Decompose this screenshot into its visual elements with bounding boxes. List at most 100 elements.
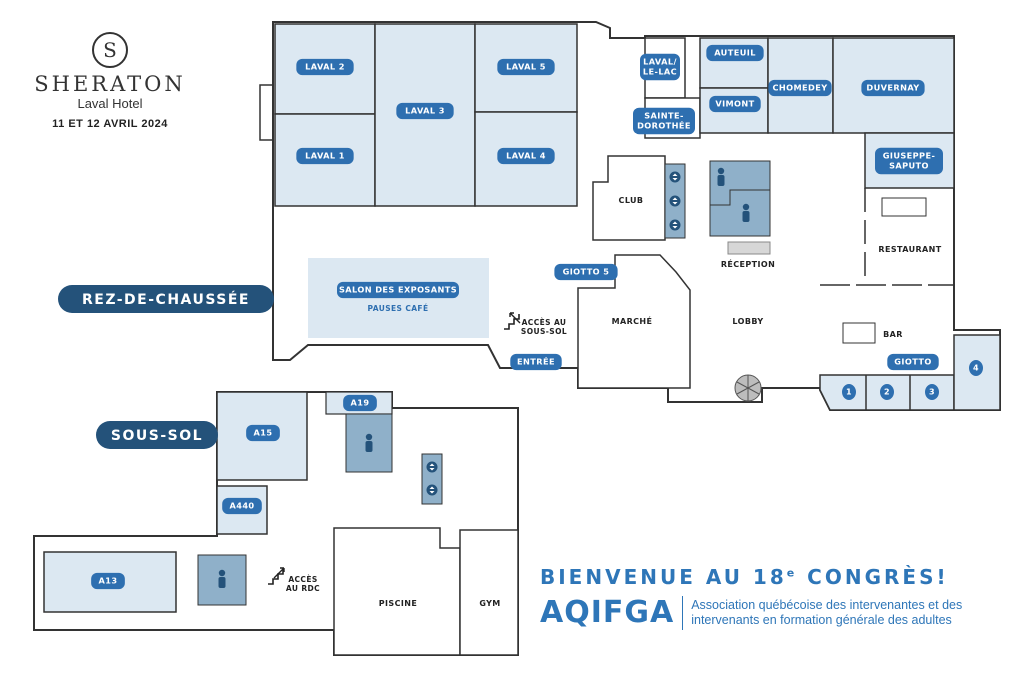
label-piscine: PISCINE: [379, 599, 417, 608]
club-area[interactable]: [592, 155, 666, 241]
floor-banner-ground-text: REZ-DE-CHAUSSÉE: [82, 291, 250, 308]
stairs-icon: [268, 567, 285, 585]
welcome-title: BIENVENUE AU 18e CONGRÈS!: [540, 565, 949, 589]
label-club: CLUB: [619, 196, 644, 205]
label-duvernay-text: DUVERNAY: [866, 83, 920, 93]
label-sainte-dorothee-text: DOROTHÉE: [637, 120, 691, 131]
label-reception: RÉCEPTION: [721, 258, 775, 269]
hotel-subtitle: Laval Hotel: [77, 96, 143, 111]
restroom-icon: [365, 433, 373, 452]
label-giuseppe-saputo-text: GIUSEPPE-: [883, 151, 936, 161]
label-giotto-3-text: 3: [929, 388, 935, 397]
label-laval-le-lac-text: LAVAL/: [643, 57, 677, 67]
basement-floor: [33, 391, 519, 656]
label-pauses-cafe: PAUSES CAFÉ: [368, 304, 429, 313]
restroom-icon: [742, 203, 750, 222]
floor-banner-ground: REZ-DE-CHAUSSÉE: [58, 285, 274, 313]
label-entree[interactable]: ENTRÉE: [510, 353, 562, 371]
label-a13[interactable]: A13: [91, 572, 125, 590]
floor-banner-basement: SOUS-SOL: [96, 421, 218, 449]
label-marche: MARCHÉ: [612, 315, 653, 326]
bar-counter: [842, 322, 876, 344]
label-access-ground: AU RDC: [286, 584, 320, 593]
label-laval-le-lac-text: LE-LAC: [643, 67, 677, 77]
label-laval-1[interactable]: LAVAL 1: [296, 147, 354, 165]
restroom-icon: [218, 569, 226, 588]
elevator-icon: [426, 461, 438, 473]
label-a440[interactable]: A440: [222, 497, 262, 515]
label-laval-2-text: LAVAL 2: [305, 62, 345, 72]
restaurant-counter: [881, 197, 927, 217]
label-laval-5[interactable]: LAVAL 5: [497, 58, 555, 76]
label-salon-des-exposants[interactable]: SALON DES EXPOSANTS: [337, 281, 459, 299]
revolving-door-icon: [734, 374, 762, 402]
label-giotto-text: GIOTTO: [894, 357, 931, 367]
labels-layer: REZ-DE-CHAUSSÉE SOUS-SOL LAVAL 2 LAVAL 3 LAV…: [58, 44, 983, 608]
label-access-basement: SOUS-SOL: [521, 327, 567, 336]
label-giotto-1-text: 1: [846, 388, 852, 397]
label-auteuil[interactable]: AUTEUIL: [706, 44, 764, 62]
label-giotto-2[interactable]: 2: [880, 384, 894, 400]
label-chomedey-text: CHOMEDEY: [772, 83, 828, 93]
label-sainte-dorothee[interactable]: SAINTE-DOROTHÉE: [633, 107, 695, 135]
welcome-banner: BIENVENUE AU 18e CONGRÈS! AQIFGA Associa…: [540, 565, 1010, 630]
label-sainte-dorothee-text: SAINTE-: [644, 111, 684, 121]
floor-banner-basement-text: SOUS-SOL: [111, 428, 203, 444]
stairs-icon: [504, 312, 521, 330]
association-description: Association québécoise des intervenantes…: [691, 597, 963, 627]
label-giotto-4[interactable]: 4: [969, 360, 983, 376]
label-restaurant: RESTAURANT: [878, 245, 941, 254]
label-a15-text: A15: [254, 428, 273, 438]
aqifga-logo: AQIFGA: [540, 595, 675, 630]
room-duvernay[interactable]: [832, 37, 955, 134]
elevator-icon: [669, 219, 681, 231]
restroom-women[interactable]: [709, 189, 771, 237]
label-a440-text: A440: [229, 501, 254, 511]
elevator-icon: [669, 195, 681, 207]
sheraton-logo-icon: S: [92, 32, 128, 68]
label-access-ground: ACCÈS: [288, 575, 317, 584]
label-a19-text: A19: [351, 398, 370, 408]
label-laval-2[interactable]: LAVAL 2: [296, 58, 354, 76]
event-dates: 11 ET 12 AVRIL 2024: [52, 118, 168, 130]
label-giotto[interactable]: GIOTTO: [887, 353, 939, 371]
label-access-basement: ACCÈS AU: [522, 318, 567, 327]
label-laval-4[interactable]: LAVAL 4: [497, 147, 555, 165]
label-giuseppe-saputo[interactable]: GIUSEPPE-SAPUTO: [875, 147, 943, 175]
label-entree-text: ENTRÉE: [517, 356, 555, 367]
label-lobby: LOBBY: [732, 317, 763, 326]
label-chomedey[interactable]: CHOMEDEY: [768, 79, 832, 97]
reception-desk: [727, 241, 771, 255]
label-laval-1-text: LAVAL 1: [305, 151, 345, 161]
label-bar: BAR: [883, 330, 903, 339]
label-a19[interactable]: A19: [343, 394, 377, 412]
label-gym: GYM: [479, 599, 500, 608]
gym-area[interactable]: [459, 529, 519, 656]
label-giotto-5[interactable]: GIOTTO 5: [554, 263, 618, 281]
label-salon-des-exposants-text: SALON DES EXPOSANTS: [339, 285, 457, 295]
hotel-name: SHERATON: [34, 72, 186, 96]
label-duvernay[interactable]: DUVERNAY: [861, 79, 925, 97]
label-laval-3[interactable]: LAVAL 3: [396, 102, 454, 120]
room-laval-4[interactable]: [474, 111, 578, 207]
label-laval-4-text: LAVAL 4: [506, 151, 546, 161]
label-giotto-4-text: 4: [973, 364, 979, 373]
label-laval-5-text: LAVAL 5: [506, 62, 546, 72]
elevator-icon: [669, 171, 681, 183]
ground-floor: [259, 21, 1001, 411]
elevator-icon: [426, 484, 438, 496]
label-giotto-5-text: GIOTTO 5: [563, 267, 610, 277]
label-laval-3-text: LAVAL 3: [405, 106, 445, 116]
label-vimont[interactable]: VIMONT: [709, 95, 761, 113]
label-giuseppe-saputo-text: SAPUTO: [889, 161, 929, 171]
label-laval-le-lac[interactable]: LAVAL/LE-LAC: [640, 53, 680, 81]
label-giotto-3[interactable]: 3: [925, 384, 939, 400]
hotel-branding: S SHERATON Laval Hotel 11 ET 12 AVRIL 20…: [20, 32, 200, 130]
label-giotto-2-text: 2: [884, 388, 890, 397]
label-auteuil-text: AUTEUIL: [714, 48, 756, 58]
label-giotto-1[interactable]: 1: [842, 384, 856, 400]
restroom-icon: [717, 167, 725, 186]
label-vimont-text: VIMONT: [715, 99, 754, 109]
label-a15[interactable]: A15: [246, 424, 280, 442]
